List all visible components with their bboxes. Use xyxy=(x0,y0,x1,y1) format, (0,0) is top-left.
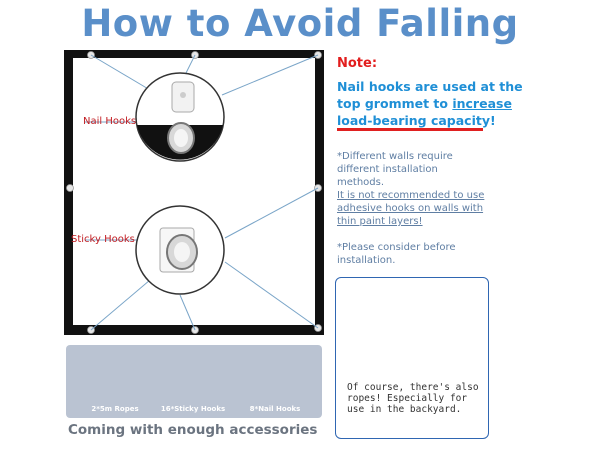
sticky-hook-magnifier xyxy=(135,205,225,295)
nail-hooks-label: Nail Hooks xyxy=(83,116,137,127)
info-walls: *Different walls require different insta… xyxy=(337,151,453,188)
sticky-hooks-label: Sticky Hooks xyxy=(71,234,135,245)
note-line-3: load-bearing capacity! xyxy=(337,113,496,128)
ropes-note: Of course, there's also ropes! Especiall… xyxy=(347,382,479,415)
accessory-label-ropes: 2*5m Ropes xyxy=(91,405,139,413)
note-line-2: top grommet to increase xyxy=(337,96,512,111)
info-consider: *Please consider before installation. xyxy=(337,242,456,266)
connector-lines xyxy=(85,54,319,331)
page-title: How to Avoid Falling xyxy=(81,2,519,45)
nail-hook-magnifier xyxy=(135,72,225,162)
note-line-2-emphasis: increase xyxy=(452,96,512,111)
note-heading: Note: xyxy=(337,56,378,71)
grommets xyxy=(66,51,322,334)
ropes-info-box xyxy=(335,277,489,439)
accessories-footer: Coming with enough accessories xyxy=(68,422,318,438)
accessory-label-nail-hooks: 8*Nail Hooks xyxy=(249,405,301,413)
note-line-1: Nail hooks are used at the xyxy=(337,79,523,94)
info-adhesive-warning: It is not recommended to use adhesive ho… xyxy=(337,190,485,227)
accessories-panel xyxy=(66,345,322,418)
note-underline xyxy=(337,128,483,131)
note-line-2-prefix: top grommet to xyxy=(337,96,453,111)
nail-hook-icon xyxy=(180,92,186,98)
accessory-label-sticky-hooks: 16*Sticky Hooks xyxy=(160,405,226,413)
